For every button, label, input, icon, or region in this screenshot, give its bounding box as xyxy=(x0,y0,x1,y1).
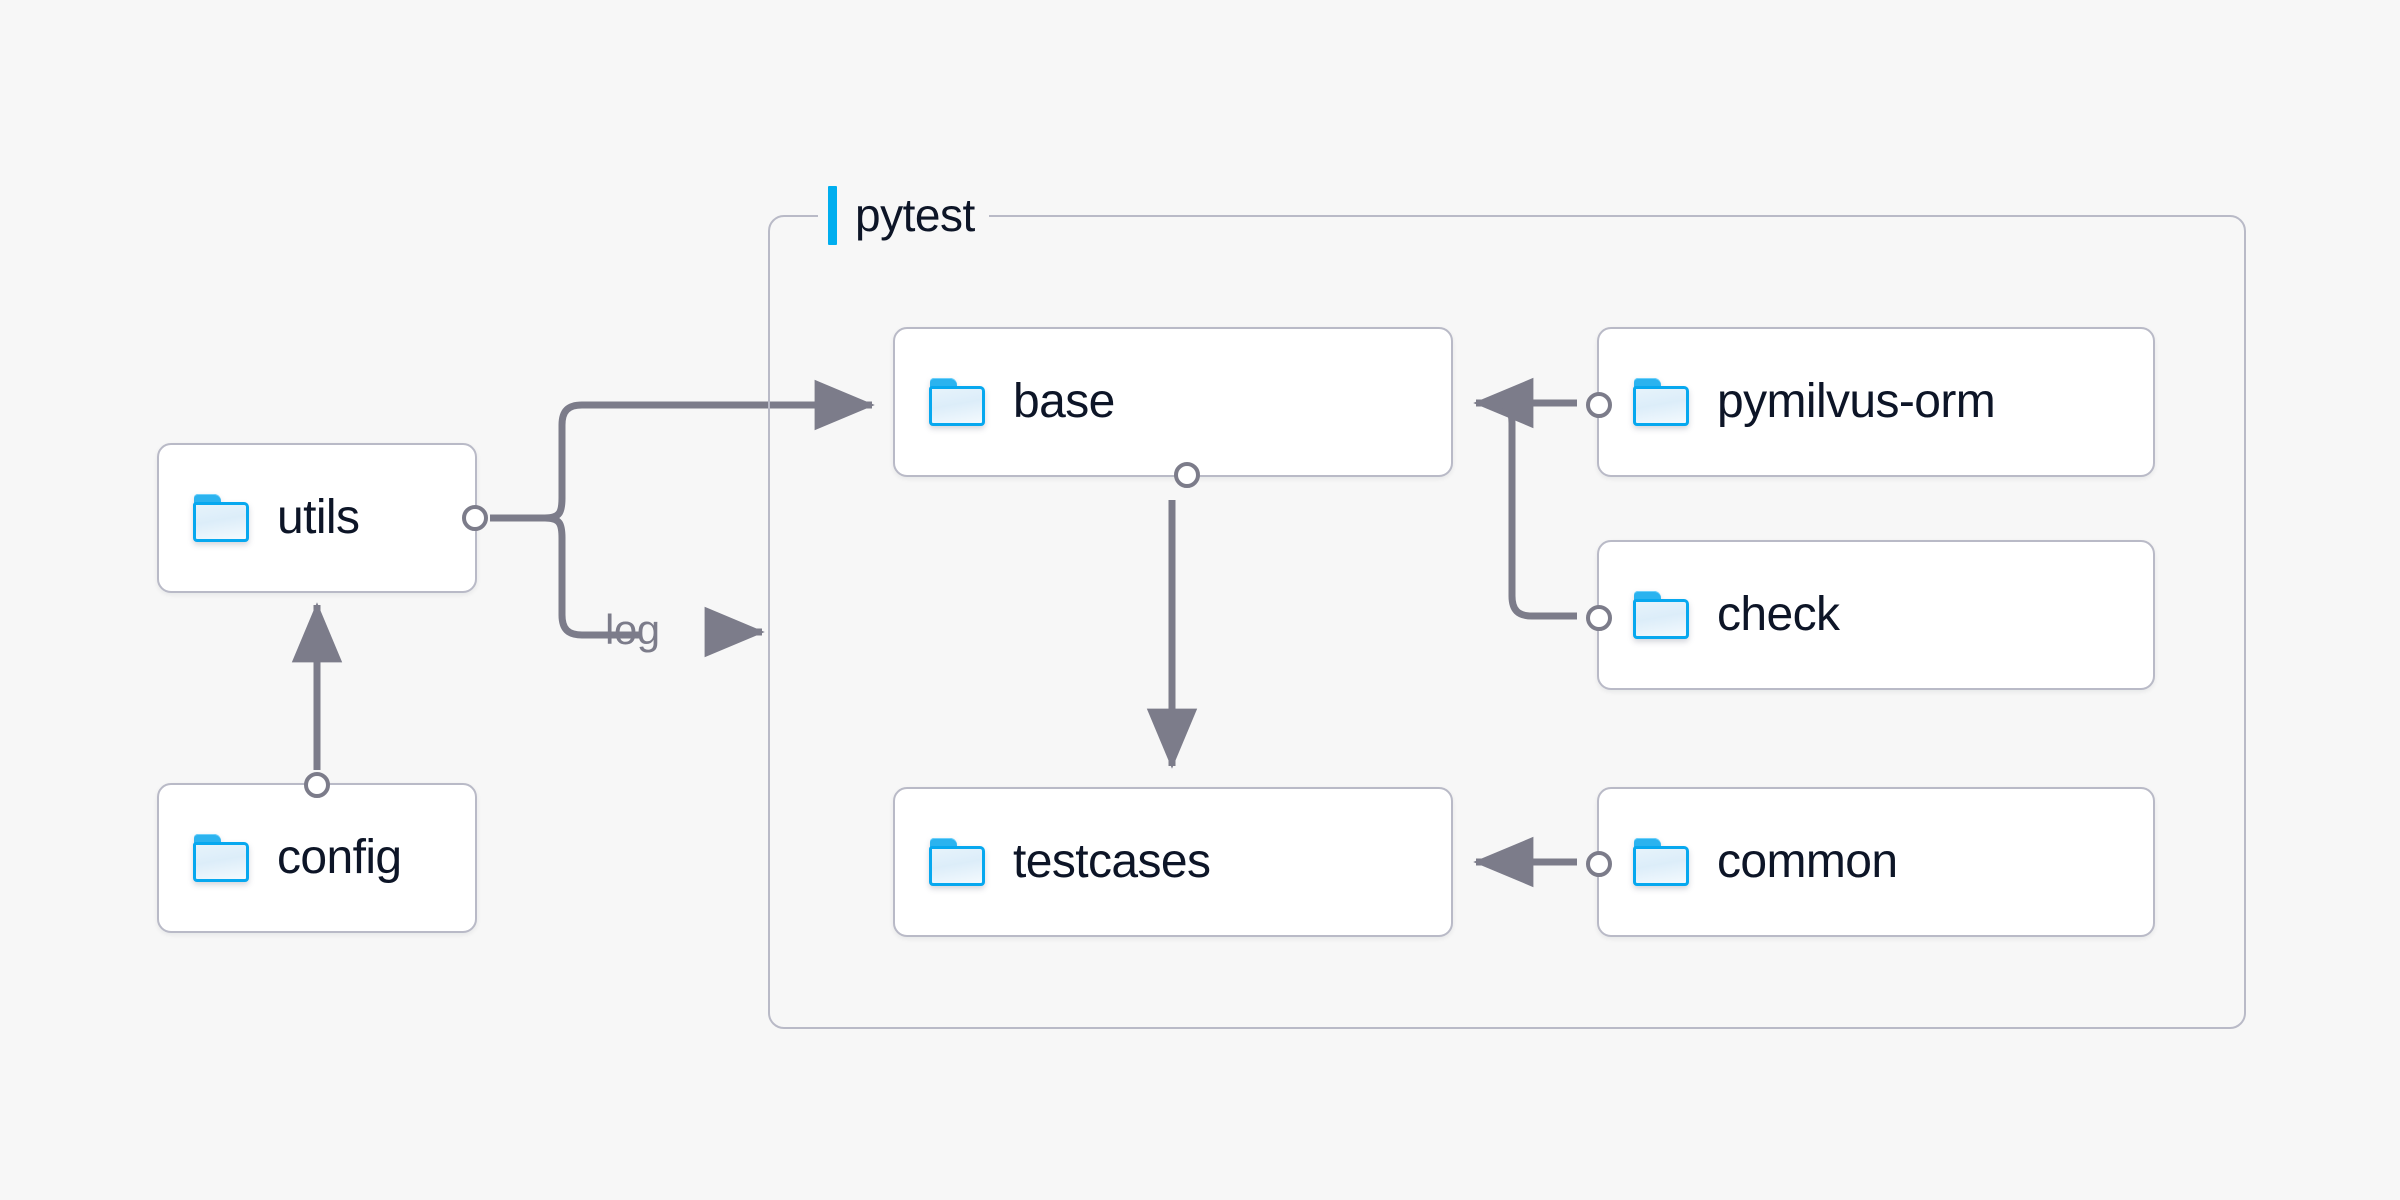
accent-tick-icon xyxy=(828,185,837,245)
folder-icon xyxy=(1633,378,1691,426)
node-testcases-label: testcases xyxy=(1013,835,1211,888)
folder-icon xyxy=(929,838,987,886)
node-utils[interactable]: utils xyxy=(157,443,488,593)
node-check-label: check xyxy=(1717,588,1840,641)
group-pytest-header: pytest xyxy=(818,184,989,246)
group-pytest[interactable] xyxy=(768,215,2246,1029)
edge-label-log: log xyxy=(605,606,660,653)
node-config[interactable]: config xyxy=(157,772,477,933)
base-output-port[interactable] xyxy=(1174,462,1200,488)
node-common-label: common xyxy=(1717,835,1898,888)
node-pymilvus-orm[interactable]: pymilvus-orm xyxy=(1586,327,2155,477)
pymilvus-orm-output-port[interactable] xyxy=(1586,392,1612,418)
folder-icon xyxy=(1633,838,1691,886)
check-output-port[interactable] xyxy=(1586,605,1612,631)
utils-output-port[interactable] xyxy=(462,505,488,531)
node-pymilvus-orm-label: pymilvus-orm xyxy=(1717,375,1996,428)
group-pytest-label: pytest xyxy=(855,189,975,241)
folder-icon xyxy=(929,378,987,426)
node-config-label: config xyxy=(277,831,402,884)
node-testcases[interactable]: testcases xyxy=(893,787,1453,937)
folder-icon xyxy=(193,834,251,882)
node-base-label: base xyxy=(1013,375,1115,428)
common-output-port[interactable] xyxy=(1586,851,1612,877)
node-base[interactable]: base xyxy=(893,327,1453,488)
node-common[interactable]: common xyxy=(1586,787,2155,937)
config-output-port[interactable] xyxy=(304,772,330,798)
node-utils-label: utils xyxy=(277,491,360,544)
folder-icon xyxy=(193,494,251,542)
folder-icon xyxy=(1633,591,1691,639)
node-check[interactable]: check xyxy=(1586,540,2155,690)
